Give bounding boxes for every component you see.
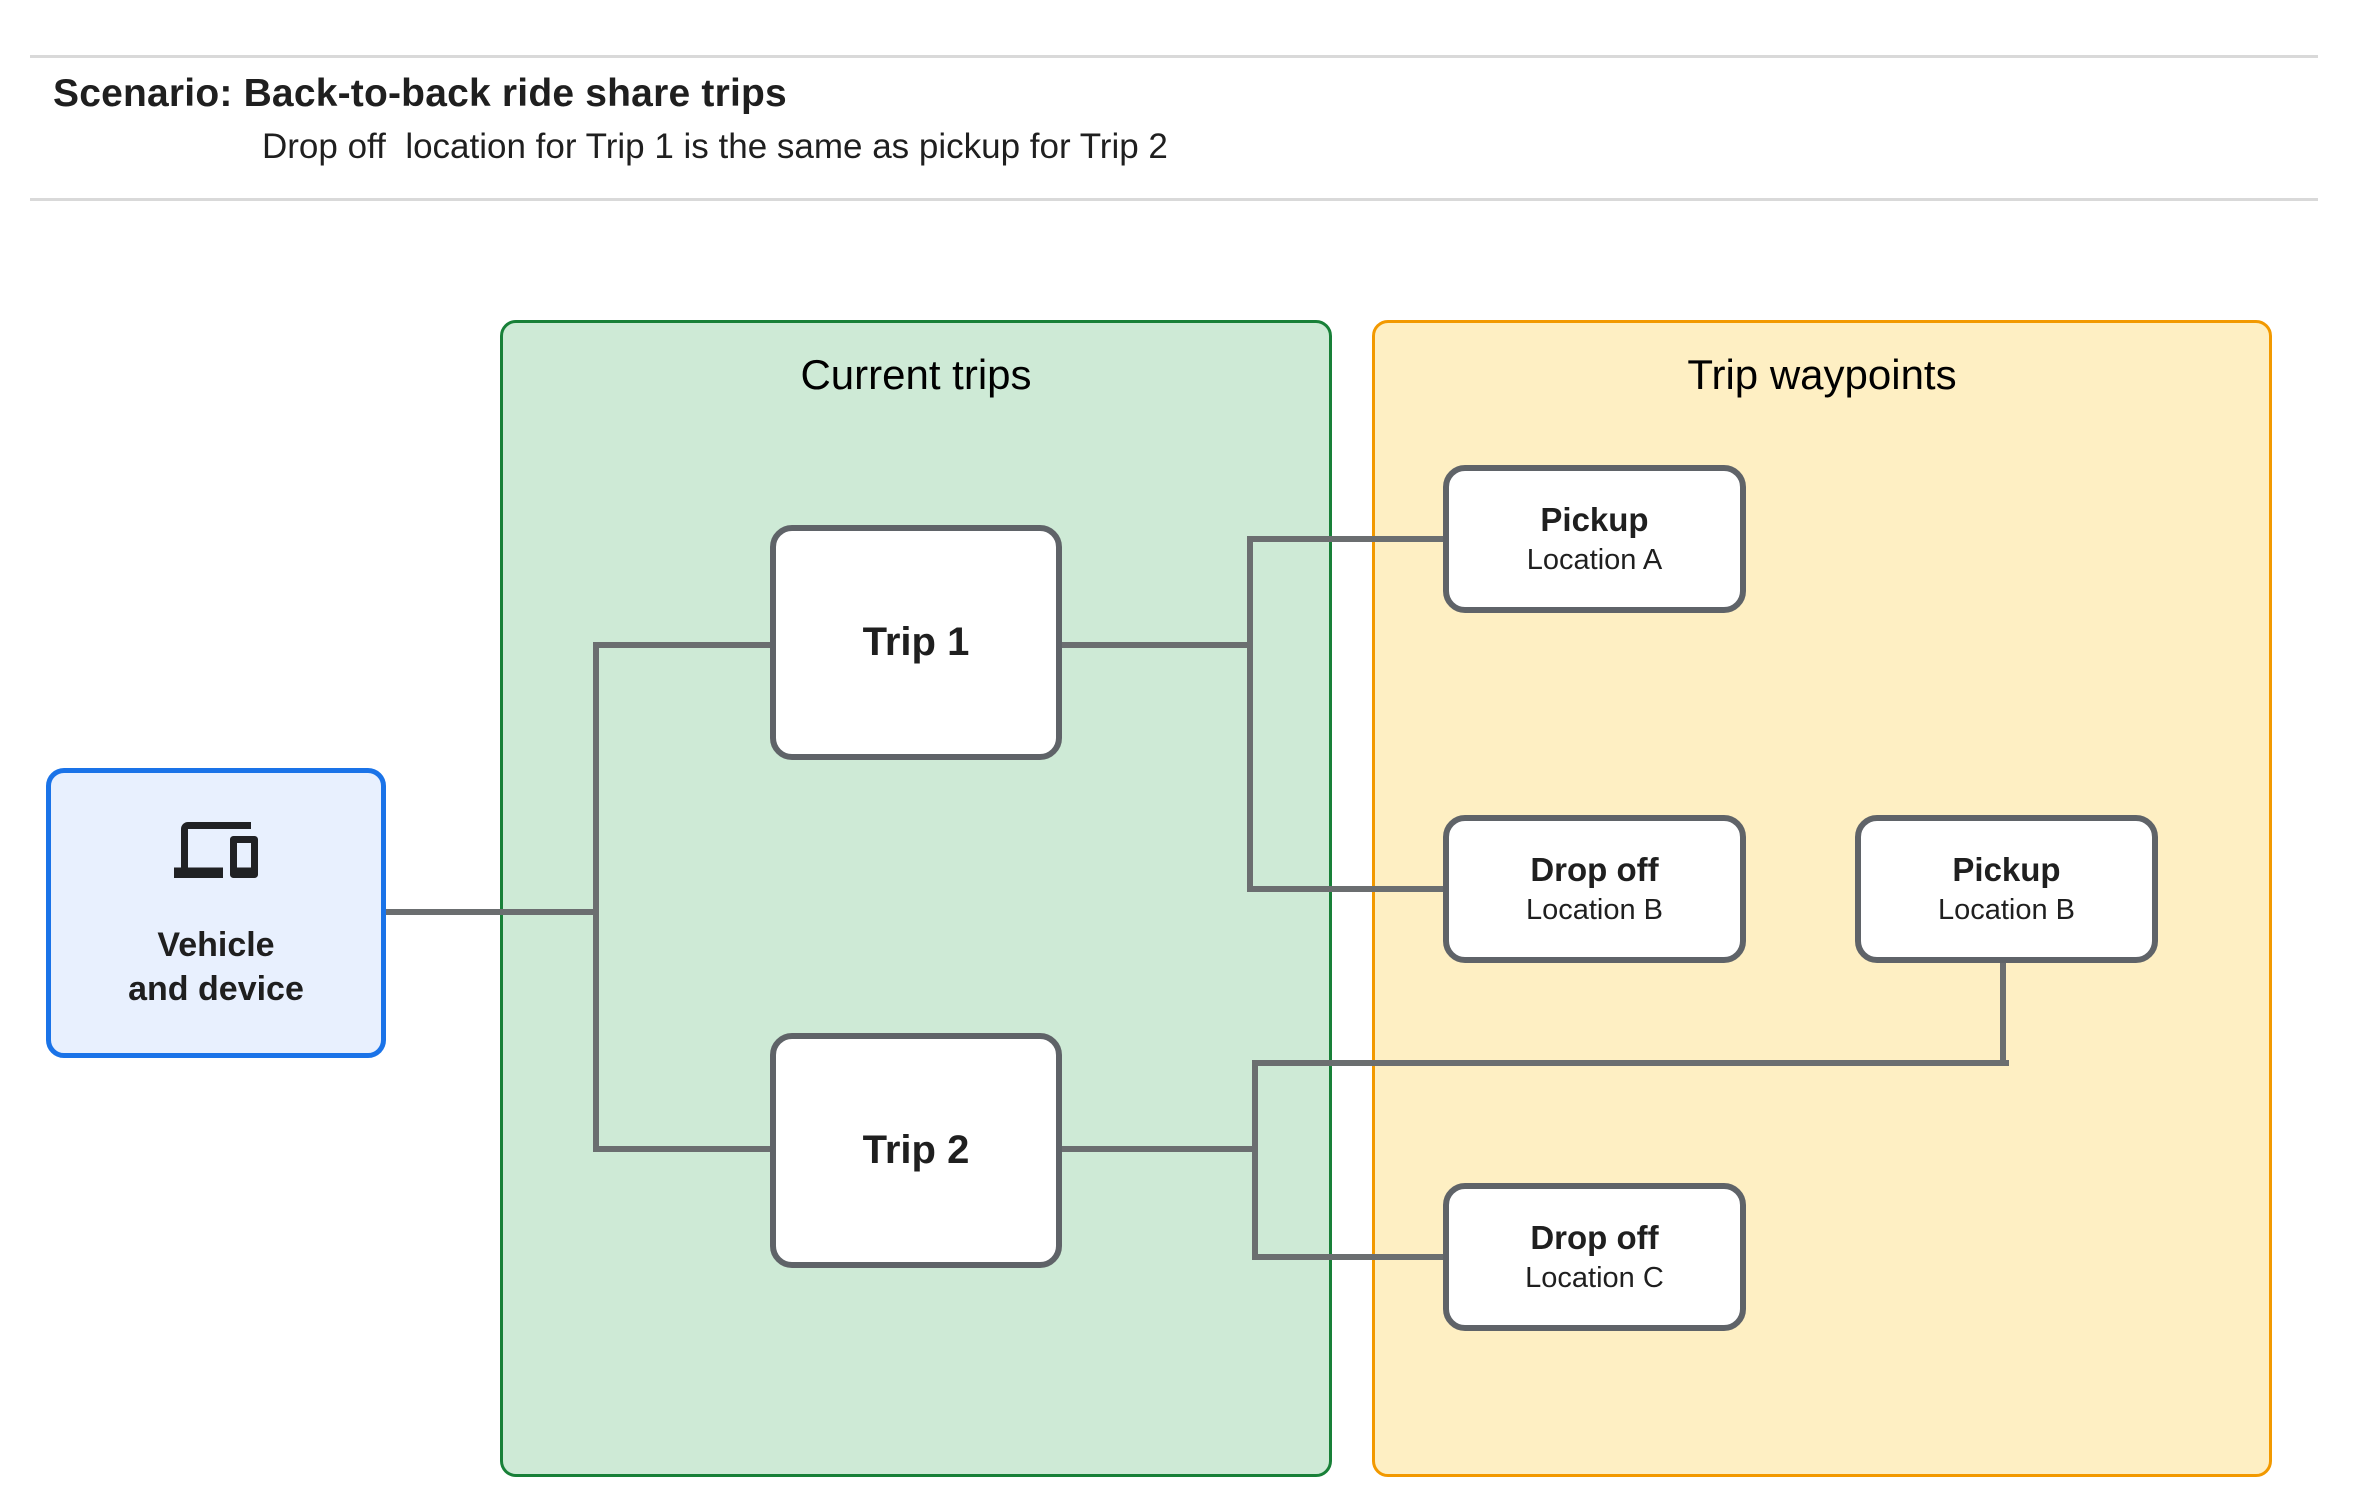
- trip-2-node: Trip 2: [770, 1033, 1062, 1268]
- waypoint-subtitle: Location A: [1526, 544, 1663, 576]
- connector-left-spine: [593, 642, 599, 1152]
- vehicle-label: Vehicle and device: [128, 926, 304, 1008]
- waypoint-subtitle: Location B: [1937, 894, 2076, 926]
- trip-waypoints-title: Trip waypoints: [1687, 351, 1957, 398]
- page-subtitle: Drop off location for Trip 1 is the same…: [262, 127, 1168, 166]
- connector-trip1-out: [1062, 642, 1253, 648]
- waypoint-title: Pickup: [1540, 501, 1649, 538]
- connector-trip2-spine: [1252, 1060, 1258, 1260]
- header-divider-bottom: [30, 198, 2318, 201]
- trip-2-label: Trip 2: [862, 1128, 970, 1172]
- devices-icon: [174, 822, 258, 878]
- waypoint-subtitle: Location C: [1525, 1262, 1664, 1294]
- connector-pickup-b-vertical: [2000, 959, 2006, 1066]
- waypoint-title: Drop off: [1530, 1219, 1659, 1256]
- connector-spine-to-trip1: [596, 642, 774, 648]
- trip-1-label: Trip 1: [862, 620, 970, 664]
- connector-to-dropoff-b: [1250, 886, 1446, 892]
- connector-to-dropoff-c: [1255, 1254, 1446, 1260]
- connector-trip2-out: [1062, 1146, 1258, 1152]
- header-divider-top: [30, 55, 2318, 58]
- waypoint-dropoff-c: Drop off Location C: [1443, 1183, 1746, 1331]
- connector-to-pickup-a: [1250, 536, 1446, 542]
- waypoint-pickup-b: Pickup Location B: [1855, 815, 2158, 963]
- waypoint-subtitle: Location B: [1525, 894, 1664, 926]
- connector-spine-to-trip2: [596, 1146, 774, 1152]
- connector-pickup-b-horizontal: [1255, 1060, 2009, 1066]
- trip-1-node: Trip 1: [770, 525, 1062, 760]
- current-trips-title: Current trips: [800, 351, 1032, 398]
- page-title: Scenario: Back-to-back ride share trips: [53, 72, 787, 115]
- vehicle-node: Vehicle and device: [46, 768, 386, 1058]
- waypoint-pickup-a: Pickup Location A: [1443, 465, 1746, 613]
- waypoint-title: Pickup: [1952, 851, 2061, 888]
- connector-trip1-spine: [1247, 536, 1253, 892]
- waypoint-title: Drop off: [1530, 851, 1659, 888]
- connector-vehicle-to-spine: [386, 909, 599, 915]
- waypoint-dropoff-b: Drop off Location B: [1443, 815, 1746, 963]
- current-trips-group: Current trips: [500, 320, 1332, 1477]
